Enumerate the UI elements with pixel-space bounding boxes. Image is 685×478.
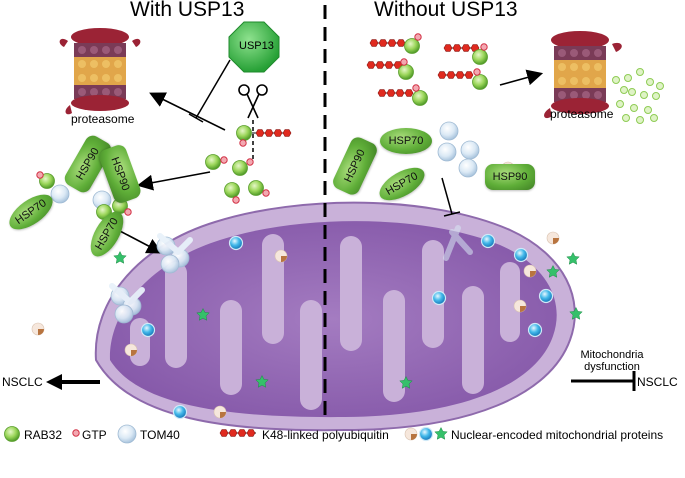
- ubiquitinated-rab32-right: [366, 33, 488, 106]
- legend-tom40: TOM40: [140, 428, 180, 442]
- nsclc-label-right: NSCLC: [637, 375, 678, 389]
- tom40-inhibit-line: [441, 177, 461, 217]
- proteasome-left: [59, 28, 141, 115]
- legend-k48: K48-linked polyubiquitin: [262, 428, 389, 442]
- arrow-to-mitochondria: [117, 229, 163, 254]
- degraded-peptides: [612, 68, 664, 124]
- legend-gtp: GTP: [82, 428, 107, 442]
- hsp90-chaperone-right-2: HSP90: [485, 164, 535, 190]
- legend: [4, 424, 448, 444]
- usp13-inhibit-line: [188, 59, 231, 123]
- title-without-usp13: Without USP13: [374, 0, 518, 21]
- tom40-pore-lower: [109, 283, 145, 324]
- tom40-cluster-right: [437, 121, 480, 178]
- arrow-to-proteasome-left: [149, 92, 226, 131]
- nsclc-arrow-left: [46, 374, 100, 390]
- dysfunction-inhibit: [571, 371, 636, 391]
- legend-nuclear: Nuclear-encoded mitochondrial proteins: [451, 428, 664, 442]
- proteasome-right: [544, 31, 622, 119]
- mito-dysfunction-label: Mitochondria dysfunction: [572, 349, 652, 373]
- arrow-to-complex: [136, 171, 211, 191]
- usp13-label: USP13: [239, 40, 274, 52]
- title-with-usp13: With USP13: [130, 0, 245, 21]
- usp13-enzyme: [228, 21, 280, 73]
- hsp70-chaperone-right-1: HSP70: [380, 128, 432, 154]
- scissors-icon: [238, 84, 268, 119]
- proteasome-label-left: proteasome: [71, 112, 135, 126]
- proteasome-label-right: proteasome: [550, 107, 614, 121]
- legend-rab32: RAB32: [24, 428, 63, 442]
- mitochondrion: [94, 201, 576, 432]
- free-rab32-left: [205, 154, 270, 204]
- tom40-pore-right: [443, 225, 473, 261]
- mito-dysfunction-line1: Mitochondria: [580, 349, 644, 361]
- ubiquitinated-rab32-left: [236, 125, 292, 147]
- nsclc-label-left: NSCLC: [2, 375, 43, 389]
- arrow-to-proteasome-right: [499, 69, 544, 86]
- tom40-pore-upper: [156, 233, 193, 274]
- mito-dysfunction-line2: dysfunction: [584, 361, 640, 373]
